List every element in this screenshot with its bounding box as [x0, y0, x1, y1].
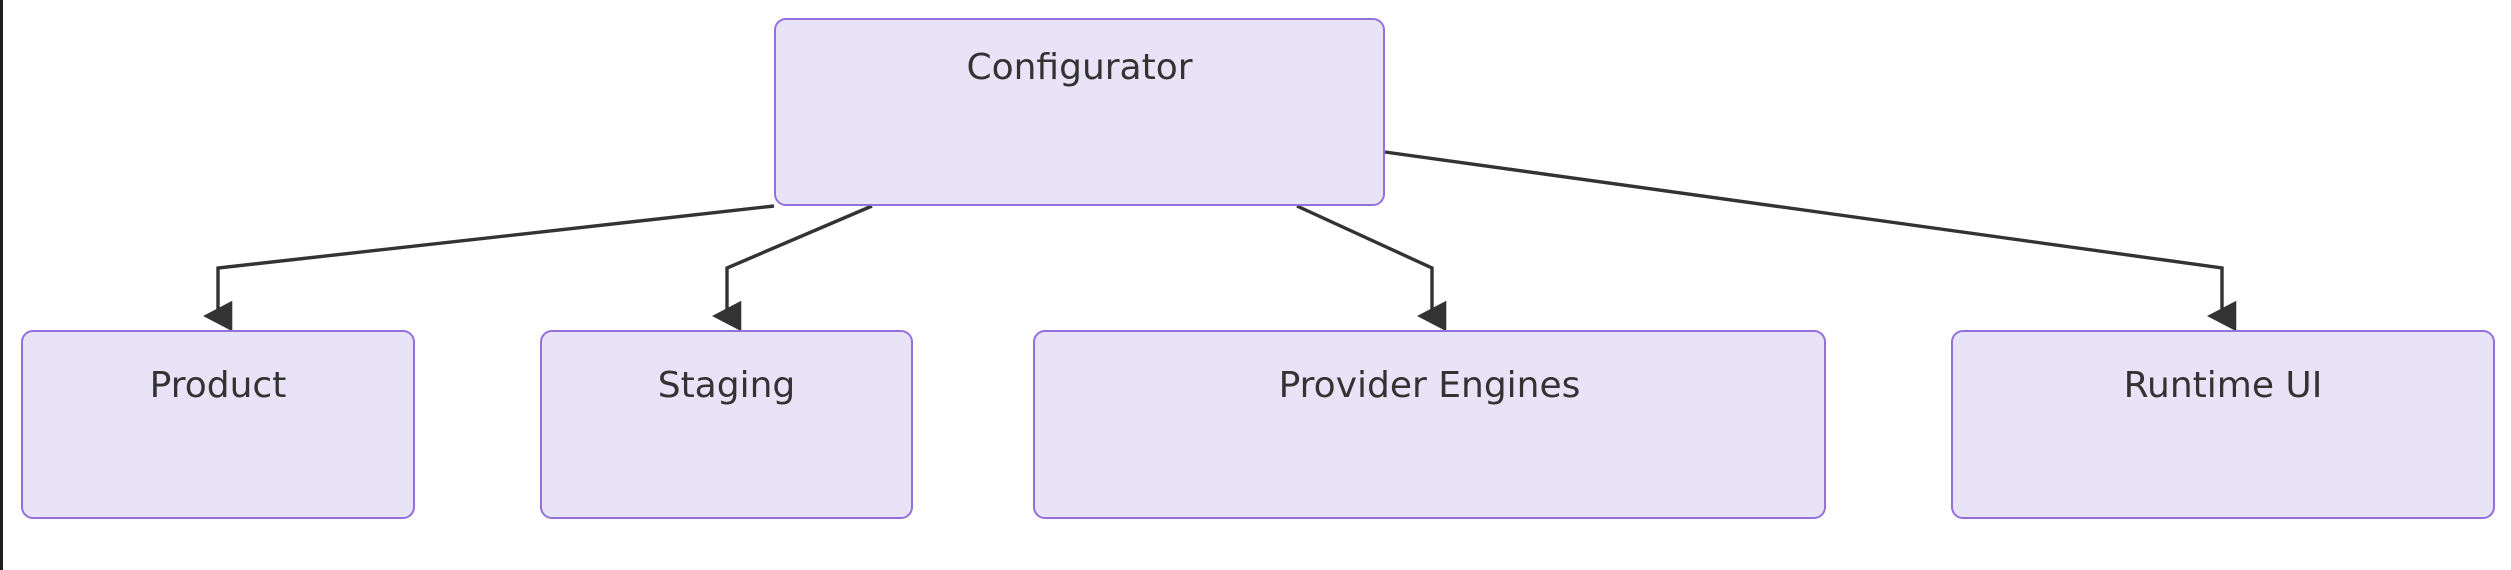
canvas-left-edge: [0, 0, 3, 570]
node-runtime-ui[interactable]: Runtime UI: [1951, 330, 2495, 519]
edge-configurator-product: [203, 204, 775, 332]
edge-configurator-provider-engines: [1296, 204, 1447, 332]
node-label: Runtime UI: [2123, 365, 2323, 406]
node-label: Staging: [657, 365, 796, 406]
node-label: Product: [149, 365, 287, 406]
node-product[interactable]: Product: [21, 330, 415, 519]
node-label: Provider Engines: [1278, 365, 1581, 406]
node-configurator[interactable]: Configurator: [774, 18, 1385, 206]
node-staging[interactable]: Staging: [540, 330, 913, 519]
node-label: Configurator: [966, 47, 1193, 88]
edge-configurator-runtime-ui: [1384, 150, 2237, 332]
edge-configurator-staging: [712, 204, 873, 332]
node-provider-engines[interactable]: Provider Engines: [1033, 330, 1826, 519]
